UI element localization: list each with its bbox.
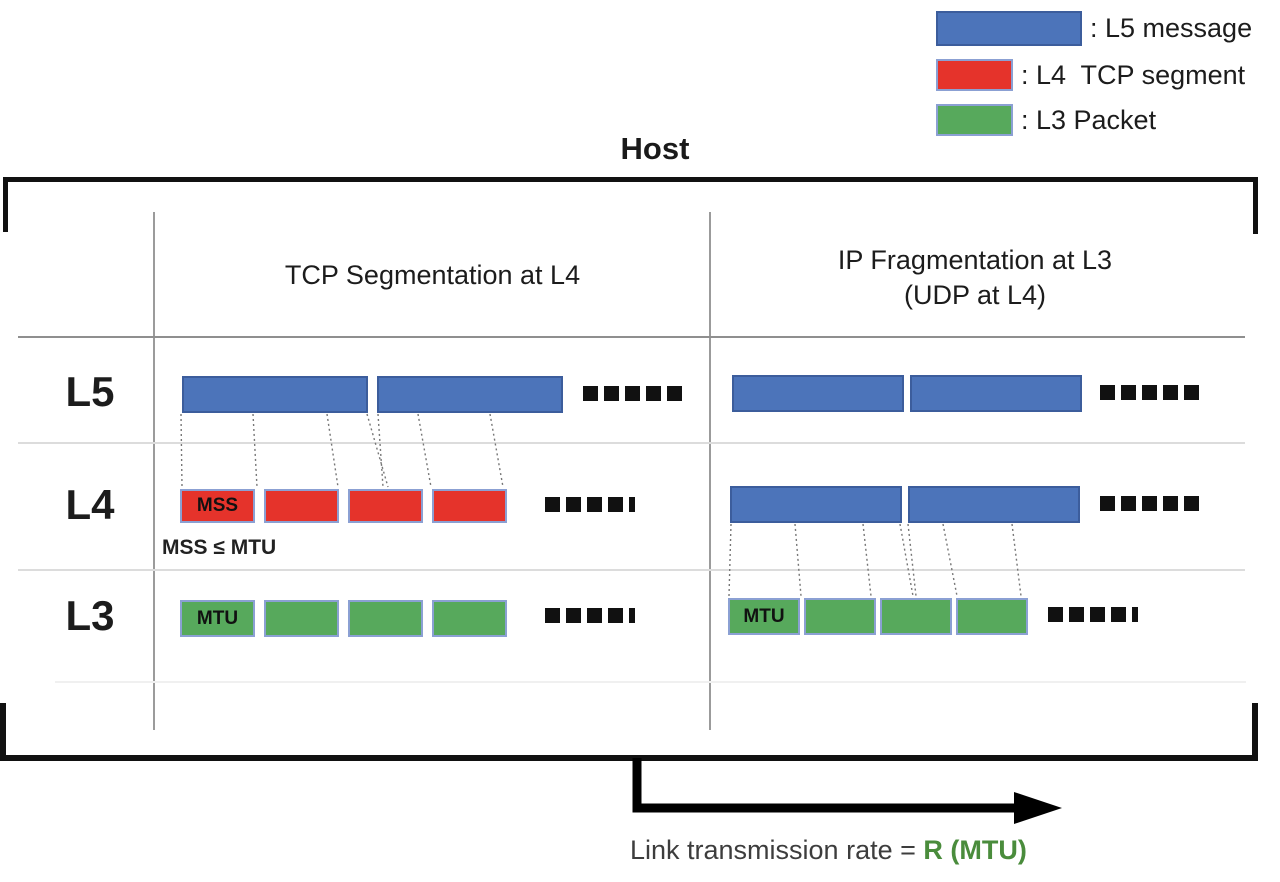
host-bracket-bottom-right-tick xyxy=(1252,703,1258,758)
l4-tcp-segment-swatch xyxy=(936,59,1013,91)
legend-item-l5-message: : L5 message xyxy=(936,11,1252,46)
ellipsis-dash xyxy=(587,497,602,512)
ellipsis-dash xyxy=(604,386,619,401)
packet-box-blue xyxy=(908,486,1080,523)
ellipsis-dash xyxy=(583,386,598,401)
ellipsis-dash xyxy=(1048,607,1063,622)
right-l4-to-l3-connectors xyxy=(728,523,1022,597)
packet-box-blue xyxy=(377,376,563,413)
link-rate-arrow xyxy=(632,758,1062,824)
packet-box-green xyxy=(956,598,1028,635)
link-rate-value: R (MTU) xyxy=(923,835,1027,865)
ellipsis-dash xyxy=(566,608,581,623)
legend-item-l4-tcp-segment: : L4 TCP segment xyxy=(936,59,1245,91)
row-label-l4: L4 xyxy=(65,481,115,528)
legend-label: : L3 Packet xyxy=(1021,104,1157,135)
legend-label: : L5 message xyxy=(1090,13,1253,43)
left-l5-messages xyxy=(182,376,572,413)
ellipsis-dash xyxy=(1069,607,1084,622)
host-bracket-top-left-tick xyxy=(3,177,8,232)
column-header-ip-fragmentation: IP Fragmentation at L3 (UDP at L4) xyxy=(715,243,1235,313)
left-l3-ellipsis xyxy=(545,608,641,623)
ellipsis-dash xyxy=(1184,385,1199,400)
packet-box-green: MTU xyxy=(180,600,255,637)
packet-box-label: MTU xyxy=(196,607,239,629)
packet-box-green xyxy=(264,600,339,637)
ellipsis-dash xyxy=(629,497,635,512)
column-header-subtitle: (UDP at L4) xyxy=(903,280,1047,310)
row-divider-l4-l3 xyxy=(18,569,1245,571)
right-l3-packets: MTU xyxy=(728,598,1032,635)
ellipsis-dash xyxy=(625,386,640,401)
ellipsis-dash xyxy=(629,608,635,623)
legend-label: : L4 TCP segment xyxy=(1021,59,1246,90)
left-l5-ellipsis xyxy=(583,386,688,401)
right-l3-ellipsis xyxy=(1048,607,1144,622)
ellipsis-dash xyxy=(1121,496,1136,511)
ellipsis-dash xyxy=(566,497,581,512)
ellipsis-dash xyxy=(608,608,623,623)
ellipsis-dash xyxy=(545,497,560,512)
packet-box-blue xyxy=(732,375,904,412)
ellipsis-dash xyxy=(1163,496,1178,511)
ellipsis-dash xyxy=(1090,607,1105,622)
column-divider-middle xyxy=(709,212,711,730)
row-divider-l5-l4 xyxy=(18,442,1245,444)
packet-box-label: MSS xyxy=(196,495,239,516)
l5-message-swatch xyxy=(936,11,1082,46)
host-bracket-top xyxy=(3,177,1258,182)
l3-packet-swatch xyxy=(936,104,1013,136)
ellipsis-dash xyxy=(1111,607,1126,622)
right-l5-messages xyxy=(732,375,1088,412)
ellipsis-dash xyxy=(545,608,560,623)
right-l4-datagrams xyxy=(730,486,1086,523)
link-rate-caption: Link transmission rate = R (MTU) xyxy=(630,835,1027,866)
host-bracket-bottom-left-tick xyxy=(0,703,6,758)
packet-box-green xyxy=(880,598,952,635)
left-l5-to-l4-connectors xyxy=(180,413,504,488)
ellipsis-dash xyxy=(1142,385,1157,400)
host-bracket-top-right-tick xyxy=(1253,177,1258,234)
packet-box-green xyxy=(432,600,507,637)
ellipsis-dash xyxy=(587,608,602,623)
column-divider-left xyxy=(153,212,155,730)
packet-box-red xyxy=(348,489,423,523)
legend-item-l3-packet: : L3 Packet xyxy=(936,104,1156,136)
row-label-l5: L5 xyxy=(65,368,115,415)
ellipsis-dash xyxy=(646,386,661,401)
packet-box-blue xyxy=(182,376,368,413)
packet-box-red xyxy=(264,489,339,523)
ellipsis-dash xyxy=(667,386,682,401)
row-label-l3: L3 xyxy=(65,592,115,639)
packet-box-green xyxy=(348,600,423,637)
packet-box-red xyxy=(432,489,507,523)
right-l4-ellipsis xyxy=(1100,496,1205,511)
ellipsis-dash xyxy=(608,497,623,512)
ellipsis-dash xyxy=(1100,496,1115,511)
left-l4-segments: MSS xyxy=(180,489,516,523)
right-l5-ellipsis xyxy=(1100,385,1205,400)
ellipsis-dash xyxy=(1100,385,1115,400)
host-bracket-bottom xyxy=(0,755,1258,761)
left-l3-packets: MTU xyxy=(180,600,516,637)
column-header-tcp-segmentation: TCP Segmentation at L4 xyxy=(284,260,581,290)
ellipsis-dash xyxy=(1142,496,1157,511)
packet-box-label: MTU xyxy=(743,605,785,627)
packet-box-green xyxy=(804,598,876,635)
packet-box-blue xyxy=(730,486,902,523)
ellipsis-dash xyxy=(1163,385,1178,400)
row-divider-header xyxy=(18,336,1245,338)
left-l4-ellipsis xyxy=(545,497,641,512)
packet-box-blue xyxy=(910,375,1082,412)
packet-box-green: MTU xyxy=(728,598,800,635)
ellipsis-dash xyxy=(1132,607,1138,622)
link-rate-caption-prefix: Link transmission rate = xyxy=(630,835,924,865)
ellipsis-dash xyxy=(1184,496,1199,511)
column-header-title: IP Fragmentation at L3 xyxy=(837,245,1113,275)
ellipsis-dash xyxy=(1121,385,1136,400)
row-divider-bottom xyxy=(55,681,1246,683)
packet-box-red: MSS xyxy=(180,489,255,523)
mss-mtu-note: MSS ≤ MTU xyxy=(162,536,277,559)
host-title: Host xyxy=(620,131,690,166)
